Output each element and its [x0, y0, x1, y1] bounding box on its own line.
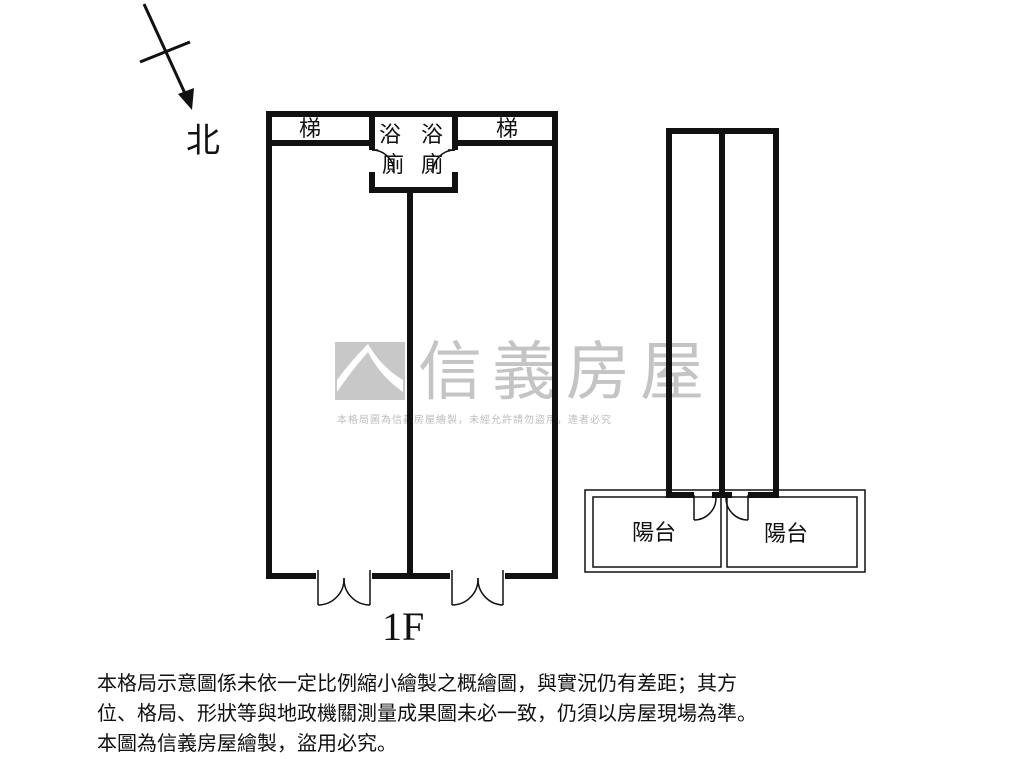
- unit-upper: [666, 128, 779, 498]
- front-doors: [317, 570, 504, 606]
- bath-right-label-2: 廁: [421, 153, 443, 178]
- balcony-doors: [693, 495, 749, 521]
- stair-left-label: 梯: [299, 117, 321, 142]
- balcony-right-label: 陽台: [764, 522, 808, 547]
- balcony: [584, 489, 866, 573]
- bath-doors: [371, 149, 456, 173]
- stair-right-label: 梯: [496, 117, 518, 142]
- disclaimer-line-1: 本格局示意圖係未依一定比例縮小繪製之概繪圖，與實況仍有差距；其方: [97, 671, 737, 695]
- brand-logo-icon: [335, 342, 405, 400]
- unit-1f: [266, 111, 558, 579]
- disclaimer: 本格局示意圖係未依一定比例縮小繪製之概繪圖，與實況仍有差距；其方 位、格局、形狀…: [97, 668, 997, 758]
- bath-left-label-2: 廁: [382, 153, 404, 178]
- disclaimer-line-2: 位、格局、形狀等與地政機關測量成果圖未必一致，仍須以房屋現場為準。: [97, 701, 757, 725]
- balcony-left-label: 陽台: [632, 521, 676, 546]
- floor-label: 1F: [382, 604, 424, 649]
- north-label: 北: [186, 121, 220, 161]
- bath-left-label-1: 浴: [379, 123, 401, 148]
- north-arrow: 北: [139, 3, 220, 161]
- disclaimer-line-3: 本圖為信義房屋繪製，盜用必究。: [97, 731, 397, 755]
- watermark: 信義房屋 本格局圖為信義房屋繪製，未經允許請勿盜用，違者必究: [335, 336, 714, 426]
- bath-right-label-1: 浴: [421, 123, 443, 148]
- watermark-brand: 信義房屋: [418, 336, 714, 410]
- watermark-notice: 本格局圖為信義房屋繪製，未經允許請勿盜用，違者必究: [337, 413, 612, 426]
